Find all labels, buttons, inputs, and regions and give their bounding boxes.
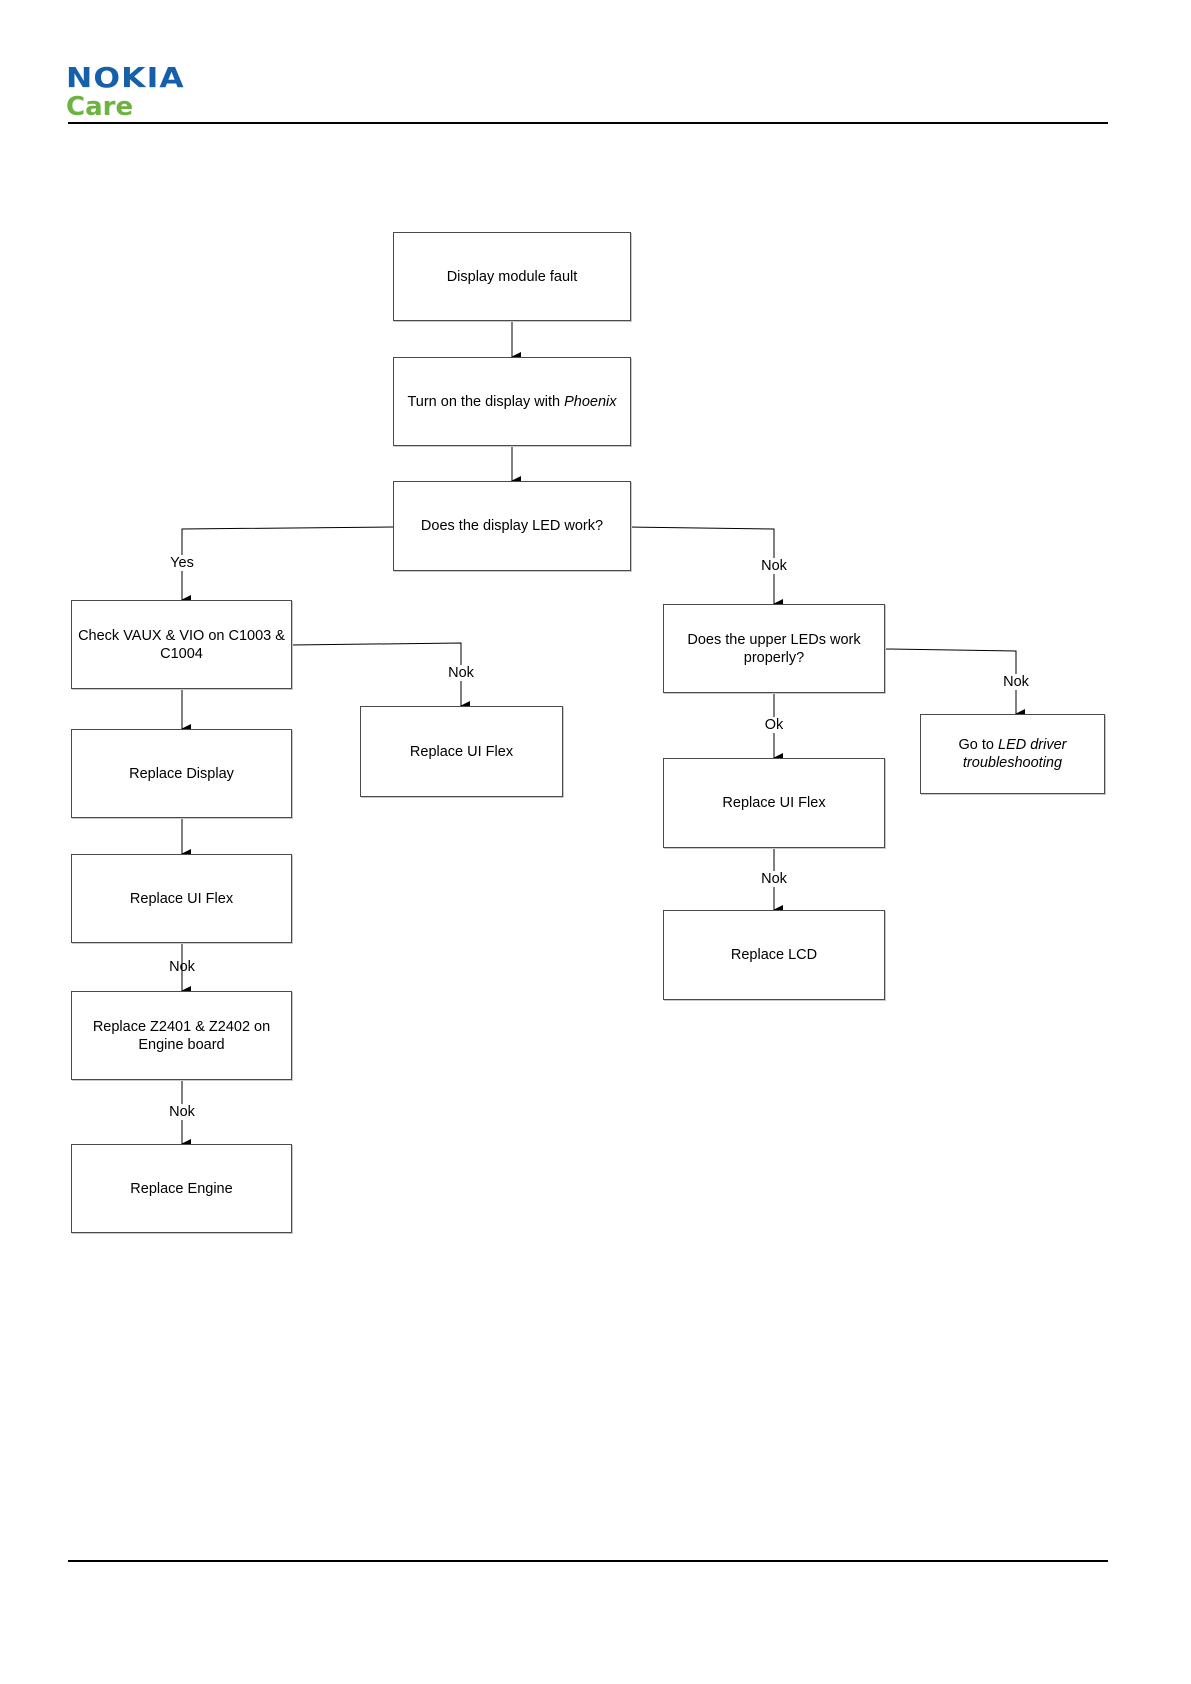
connector-upper-nok	[884, 648, 1025, 719]
node-label: Replace UI Flex	[129, 890, 234, 907]
led-driver-text: LED driver	[998, 737, 1067, 753]
node-label: Replace Z2401 & Z2402 on Engine board	[92, 1018, 271, 1053]
connector-vaux-nok	[291, 642, 470, 711]
edge-label-nok-led: Nok	[760, 558, 788, 574]
node-label: Turn on the display with Phoenix	[407, 393, 616, 411]
node-label: Check VAUX & VIO on C1003 & C1004	[78, 627, 285, 662]
node-label: Replace Engine	[130, 1180, 233, 1197]
header-rule	[68, 122, 1108, 124]
node-replace-lcd: Replace LCD	[663, 910, 885, 1000]
logo-nokia-text: NOKIA	[66, 61, 185, 94]
node-label: Replace Display	[129, 765, 234, 782]
edge-label-nok-ui-right: Nok	[760, 871, 788, 887]
edge-label-nok-vaux: Nok	[447, 665, 475, 681]
edge-label-yes: Yes	[169, 555, 195, 571]
turn-on-text: Turn on the display with	[407, 393, 565, 410]
node-label: Replace UI Flex	[409, 743, 514, 760]
node-goto-led-driver: Go to LED driver troubleshooting	[920, 714, 1105, 794]
connector-led-nok	[629, 526, 783, 609]
node-label: Replace LCD	[730, 947, 818, 963]
node-replace-ui-flex-mid: Replace UI Flex	[360, 706, 563, 797]
node-led-question: Does the display LED work?	[393, 481, 631, 571]
logo-care-text: Care	[66, 92, 134, 122]
edge-label-nok-z: Nok	[168, 1104, 196, 1120]
footer-rule	[68, 1560, 1108, 1562]
edge-label-nok-upper: Nok	[1002, 674, 1030, 690]
goto-text: Go to	[958, 737, 998, 753]
node-replace-engine: Replace Engine	[71, 1144, 292, 1233]
node-label: Does the display LED work?	[420, 518, 604, 534]
node-replace-ui-flex-right: Replace UI Flex	[663, 758, 885, 848]
troubleshooting-text: troubleshooting	[962, 755, 1063, 771]
connector-led-yes	[181, 526, 394, 605]
node-replace-ui-flex-left: Replace UI Flex	[71, 854, 292, 943]
edge-label-nok-ui-left: Nok	[169, 959, 195, 975]
edge-label-ok-upper: Ok	[763, 717, 785, 733]
phoenix-text: Phoenix	[564, 393, 617, 410]
node-display-module-fault: Display module fault	[393, 232, 631, 321]
node-upper-leds-question: Does the upper LEDs work properly?	[663, 604, 885, 693]
node-label: Replace UI Flex	[722, 795, 826, 811]
node-label: Go to LED driver troubleshooting	[959, 736, 1067, 772]
node-label: Does the upper LEDs work properly?	[687, 631, 861, 666]
node-replace-display: Replace Display	[71, 729, 292, 818]
node-turn-on-display: Turn on the display with Phoenix	[393, 357, 631, 446]
node-check-vaux: Check VAUX & VIO on C1003 & C1004	[71, 600, 292, 689]
node-replace-z2401: Replace Z2401 & Z2402 on Engine board	[71, 991, 292, 1080]
nokia-care-logo: NOKIA Care	[66, 64, 184, 122]
node-label: Display module fault	[446, 268, 578, 285]
